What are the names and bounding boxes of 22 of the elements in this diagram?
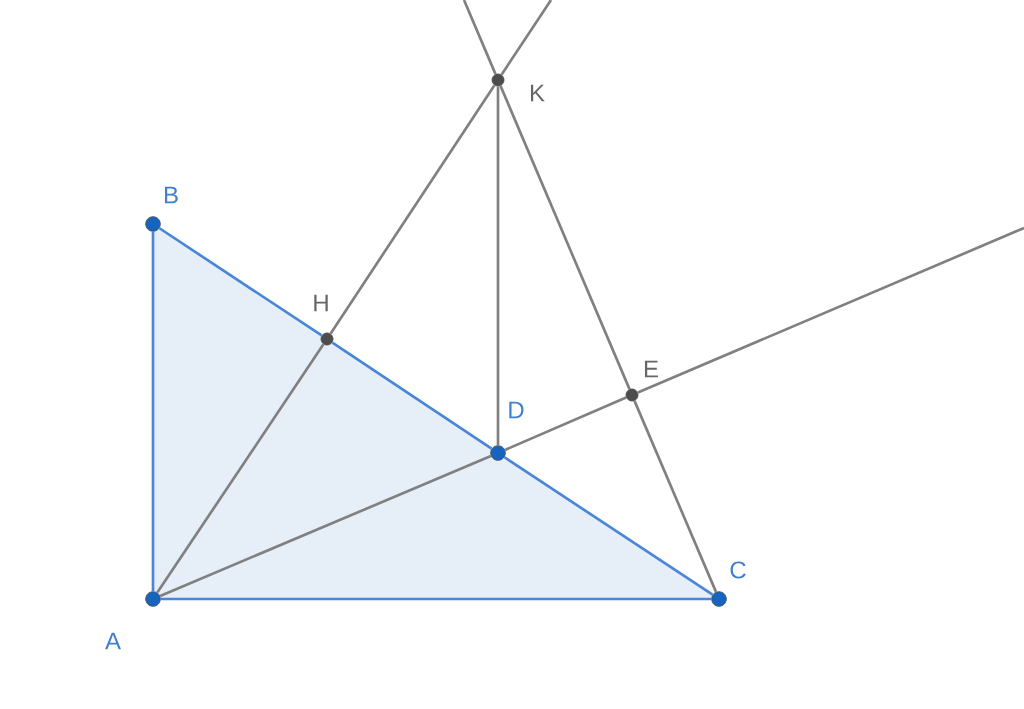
line-segment [329,84,496,335]
line-segment [151,231,155,592]
point-label: E [644,360,658,378]
line-segment [159,454,492,598]
line-segment [462,0,497,75]
line-segment [331,341,493,450]
point-label: H [314,294,328,312]
line-segment [503,456,714,596]
line-segment [158,227,323,337]
line-segment [500,0,553,76]
line-segment [160,597,712,601]
line-segment [504,396,627,452]
point-label: B [164,186,178,204]
line-segment [156,343,325,594]
line-segment [637,226,1024,394]
line-segment [496,86,500,446]
point-label: K [530,84,545,102]
point-label: A [105,632,121,650]
point-label: D [509,401,524,419]
line-segment [499,85,631,390]
point-label: C [730,561,746,579]
line-segment [633,400,718,593]
